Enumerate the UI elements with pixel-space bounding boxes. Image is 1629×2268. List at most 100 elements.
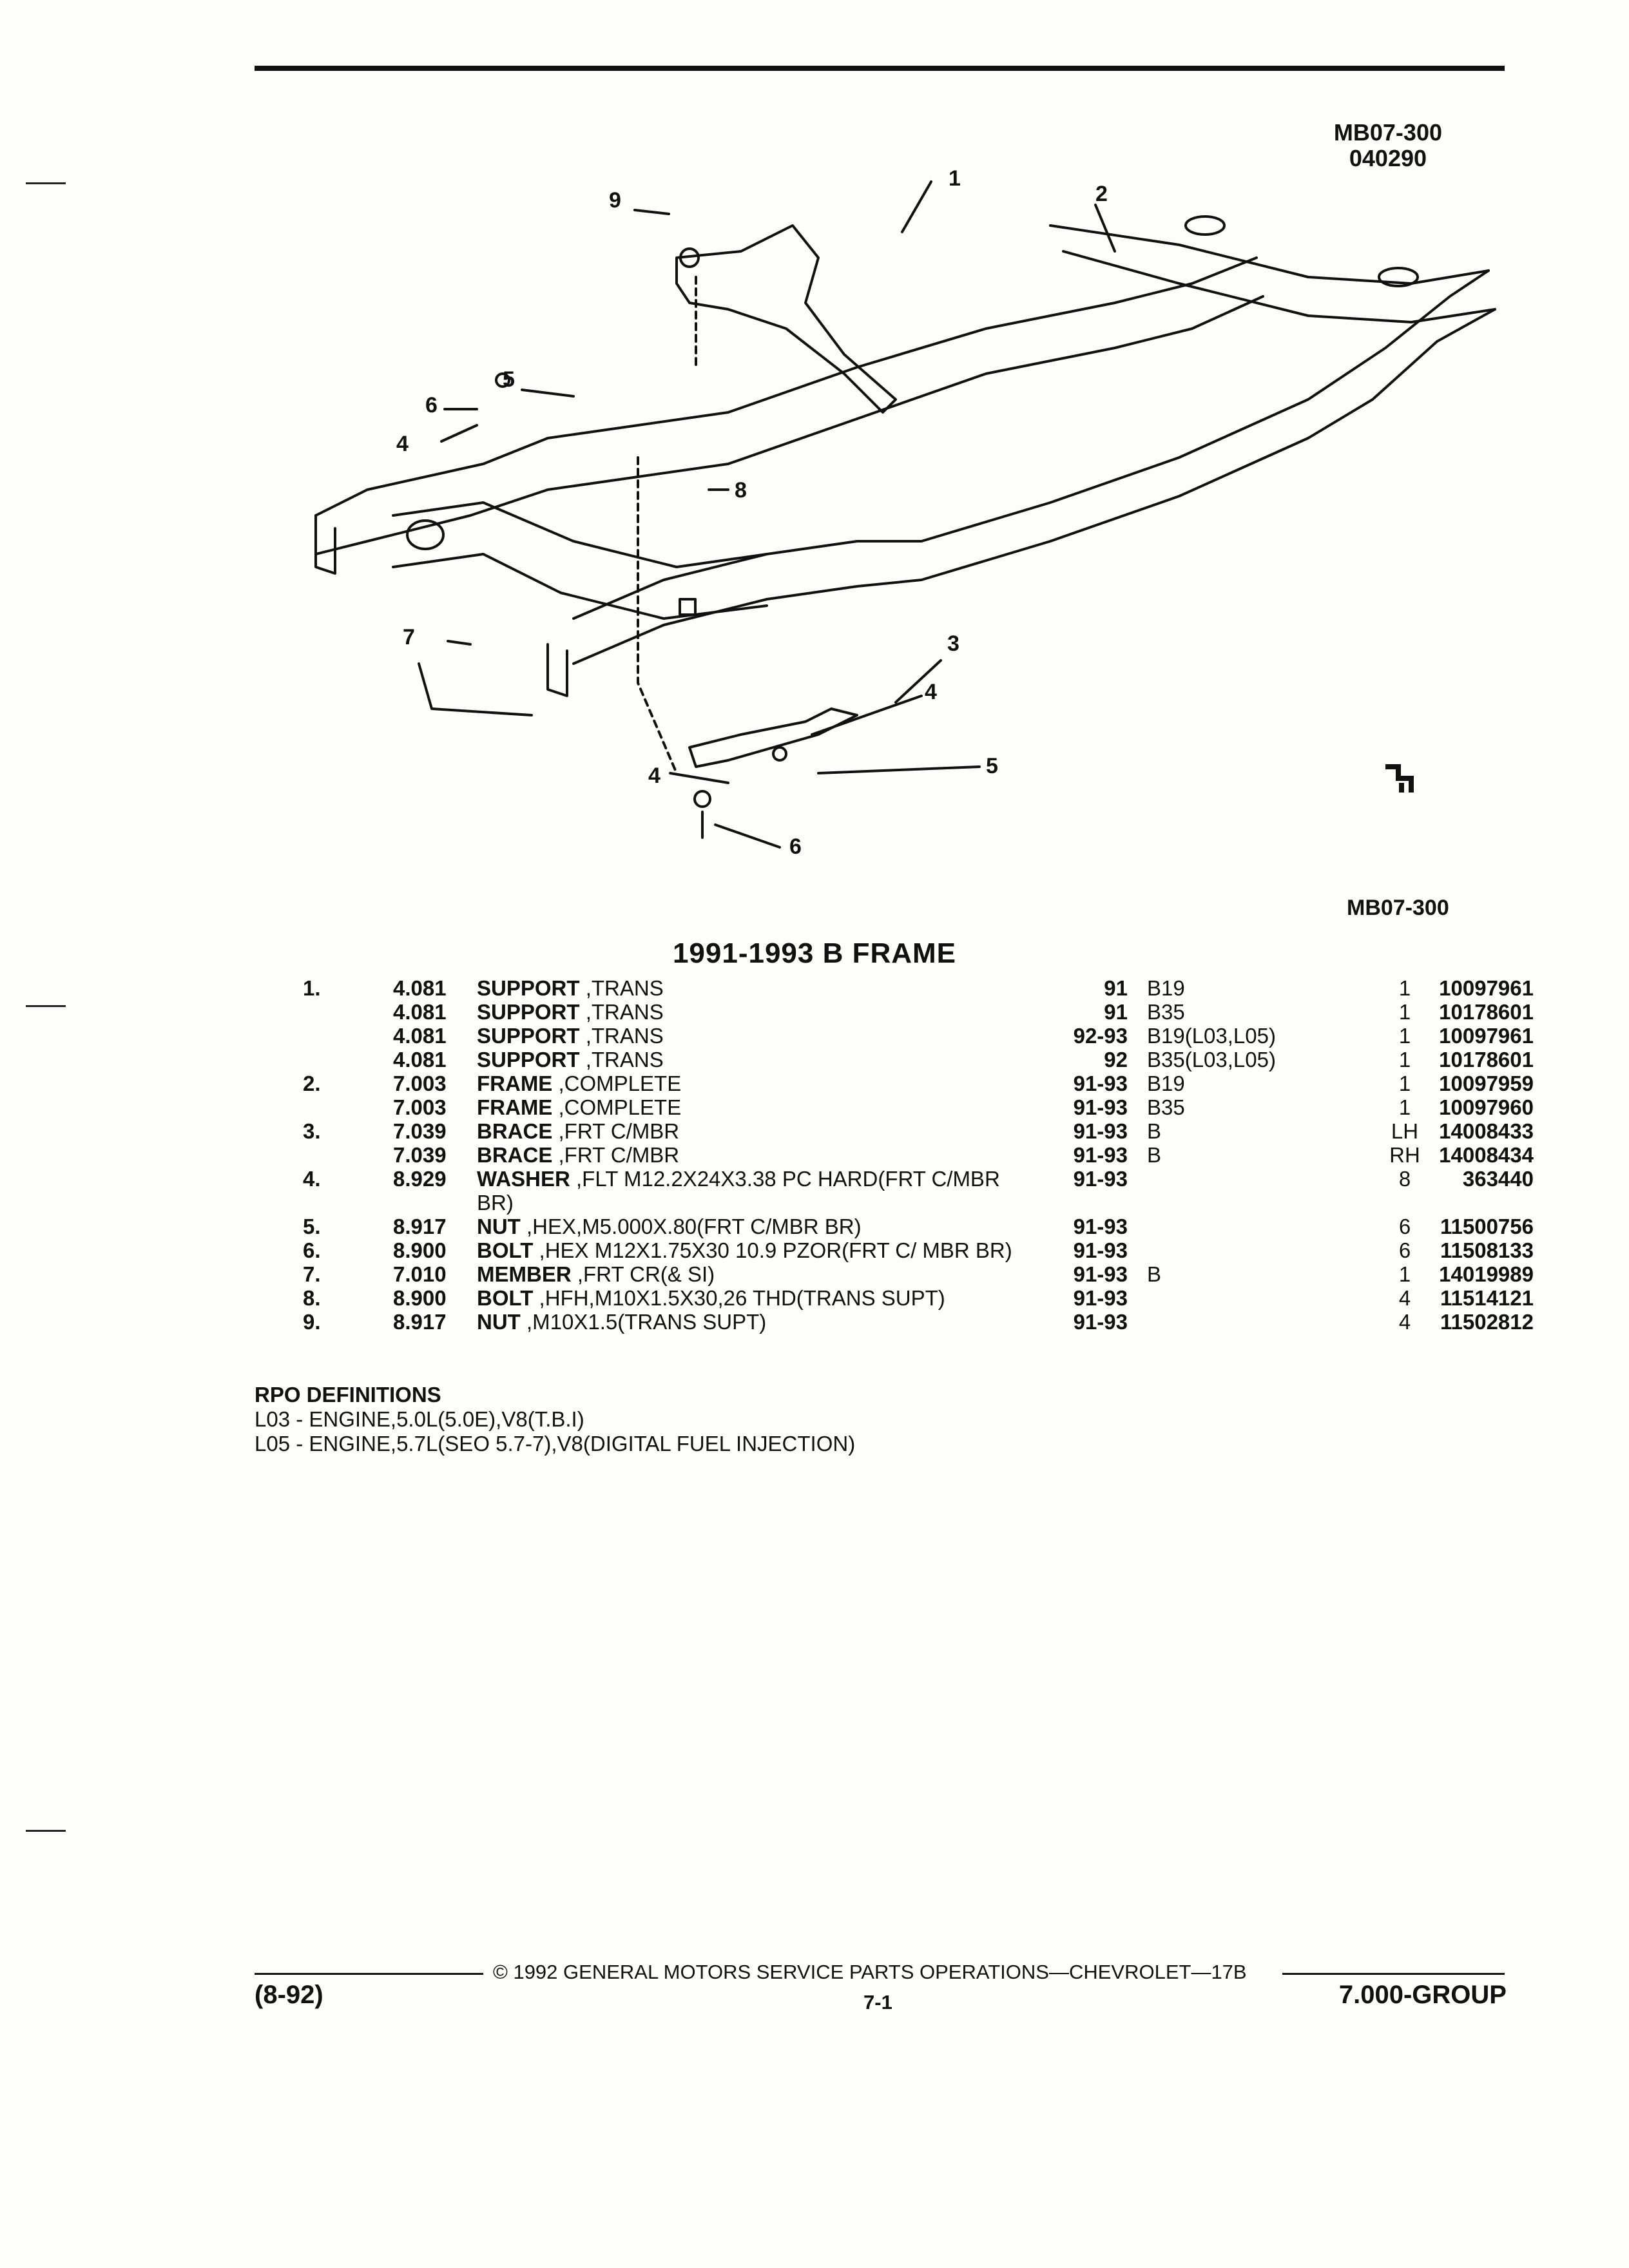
document-code: MB07-300 040290 <box>1334 120 1442 171</box>
part-ref: 4. <box>303 1167 321 1191</box>
part-number: 11502812 <box>1440 1310 1534 1334</box>
part-number: 14008433 <box>1439 1119 1534 1143</box>
binder-hole-mark <box>26 1005 66 1007</box>
part-rpo <box>1147 1238 1379 1262</box>
footer-date: (8-92) <box>255 1981 323 2009</box>
part-rpo: B <box>1147 1262 1162 1286</box>
part-noun: FRAME <box>477 1095 553 1119</box>
part-noun: FRAME <box>477 1072 553 1095</box>
part-ref: 7. <box>303 1262 321 1286</box>
part-description: ,HEX M12X1.75X30 10.9 PZOR(FRT C/ MBR BR… <box>539 1238 1012 1262</box>
part-number: 10097960 <box>1439 1095 1534 1119</box>
part-name: MEMBER ,FRT CR(& SI) <box>477 1262 1031 1286</box>
part-number: 14019989 <box>1439 1262 1534 1286</box>
part-name: FRAME ,COMPLETE <box>477 1072 1031 1095</box>
part-name: BRACE ,FRT C/MBR <box>477 1143 1031 1167</box>
part-ref: 6. <box>303 1238 321 1262</box>
part-years: 91-93 <box>1073 1262 1128 1286</box>
part-group: 8.929 <box>393 1167 447 1191</box>
part-years: 91-93 <box>1073 1238 1128 1262</box>
part-rpo: B <box>1147 1143 1162 1167</box>
footer-rule-left <box>255 1973 483 1975</box>
part-noun: NUT <box>477 1310 521 1334</box>
frame-exploded-diagram: 9 1 2 5 6 4 8 7 3 4 5 4 6 <box>314 166 1496 859</box>
part-ref: 1. <box>303 976 321 1000</box>
rpo-definition-l03: L03 - ENGINE,5.0L(5.0E),V8(T.B.I) <box>255 1407 584 1431</box>
part-years: 91-93 <box>1073 1119 1128 1143</box>
part-number: 14008434 <box>1439 1143 1534 1167</box>
callout-4: 4 <box>925 680 937 704</box>
front-brace <box>688 707 858 768</box>
part-description: ,COMPLETE <box>558 1072 682 1095</box>
part-name: SUPPORT ,TRANS <box>477 1024 1031 1048</box>
part-qty: 6 <box>1398 1238 1411 1262</box>
rpo-definition-l05: L05 - ENGINE,5.7L(SEO 5.7-7),V8(DIGITAL … <box>255 1432 856 1456</box>
part-noun: SUPPORT <box>477 976 580 1000</box>
part-name: BOLT ,HEX M12X1.75X30 10.9 PZOR(FRT C/ M… <box>477 1238 1031 1262</box>
part-ref: 8. <box>303 1286 321 1310</box>
part-description: ,TRANS <box>585 1048 664 1072</box>
part-qty: 6 <box>1398 1215 1411 1238</box>
binder-hole-mark <box>26 1830 66 1832</box>
part-description: ,FRT CR(& SI) <box>577 1262 715 1286</box>
callout-7: 7 <box>403 625 415 649</box>
part-ref: 2. <box>303 1072 321 1095</box>
footer-copyright: © 1992 GENERAL MOTORS SERVICE PARTS OPER… <box>493 1961 1247 1983</box>
part-number: 10097961 <box>1439 1024 1534 1048</box>
part-ref <box>303 1000 393 1024</box>
part-group: 8.900 <box>393 1286 447 1310</box>
part-noun: BRACE <box>477 1119 553 1143</box>
part-group: 4.081 <box>393 976 447 1000</box>
part-number: 11514121 <box>1440 1286 1534 1310</box>
doc-code-number: MB07-300 <box>1333 119 1442 146</box>
part-rpo <box>1147 1286 1379 1310</box>
part-rpo: B19(L03,L05) <box>1147 1024 1276 1048</box>
part-noun: NUT <box>477 1215 521 1238</box>
part-group: 4.081 <box>393 1024 447 1048</box>
front-cross-member <box>392 501 768 568</box>
part-qty: 1 <box>1398 1024 1411 1048</box>
rpo-heading: RPO DEFINITIONS <box>255 1383 441 1407</box>
part-years: 91 <box>1104 976 1128 1000</box>
part-rpo <box>1147 1215 1379 1238</box>
part-description: ,FLT M12.2X24X3.38 PC HARD(FRT C/MBR BR) <box>477 1167 1000 1215</box>
part-qty: 1 <box>1398 1262 1411 1286</box>
part-description: ,FRT C/MBR <box>558 1143 680 1167</box>
part-group: 7.010 <box>393 1262 447 1286</box>
binder-hole-mark <box>26 182 66 184</box>
part-description: ,COMPLETE <box>558 1095 682 1119</box>
callout-5: 5 <box>503 367 515 392</box>
callout-3: 3 <box>947 631 959 656</box>
part-years: 91-93 <box>1073 1310 1128 1334</box>
part-qty: 8 <box>1398 1167 1411 1191</box>
part-years: 91-93 <box>1073 1072 1128 1095</box>
part-name: NUT ,M10X1.5(TRANS SUPT) <box>477 1310 1031 1334</box>
footer-page-number: 7-1 <box>863 1991 892 2013</box>
part-rpo <box>1147 1310 1379 1334</box>
part-qty: RH <box>1389 1143 1420 1167</box>
callout-5: 5 <box>986 754 998 778</box>
part-noun: MEMBER <box>477 1262 572 1286</box>
page-title: 1991-1993 B FRAME <box>672 937 957 969</box>
part-group: 7.003 <box>393 1095 447 1119</box>
top-rule <box>255 66 1505 71</box>
part-group: 4.081 <box>393 1000 447 1024</box>
part-group: 8.917 <box>393 1215 447 1238</box>
part-years: 91-93 <box>1073 1286 1128 1310</box>
part-name: BOLT ,HFH,M10X1.5X30,26 THD(TRANS SUPT) <box>477 1286 1031 1310</box>
part-years: 91-93 <box>1073 1215 1128 1238</box>
part-years: 91-93 <box>1073 1143 1128 1167</box>
part-name: WASHER ,FLT M12.2X24X3.38 PC HARD(FRT C/… <box>477 1167 1031 1215</box>
part-name: SUPPORT ,TRANS <box>477 1000 1031 1024</box>
part-ref <box>303 1143 393 1167</box>
part-noun: BRACE <box>477 1143 553 1167</box>
part-ref <box>303 1024 393 1048</box>
part-description: ,HEX,M5.000X.80(FRT C/MBR BR) <box>526 1215 862 1238</box>
callout-2: 2 <box>1095 182 1108 206</box>
